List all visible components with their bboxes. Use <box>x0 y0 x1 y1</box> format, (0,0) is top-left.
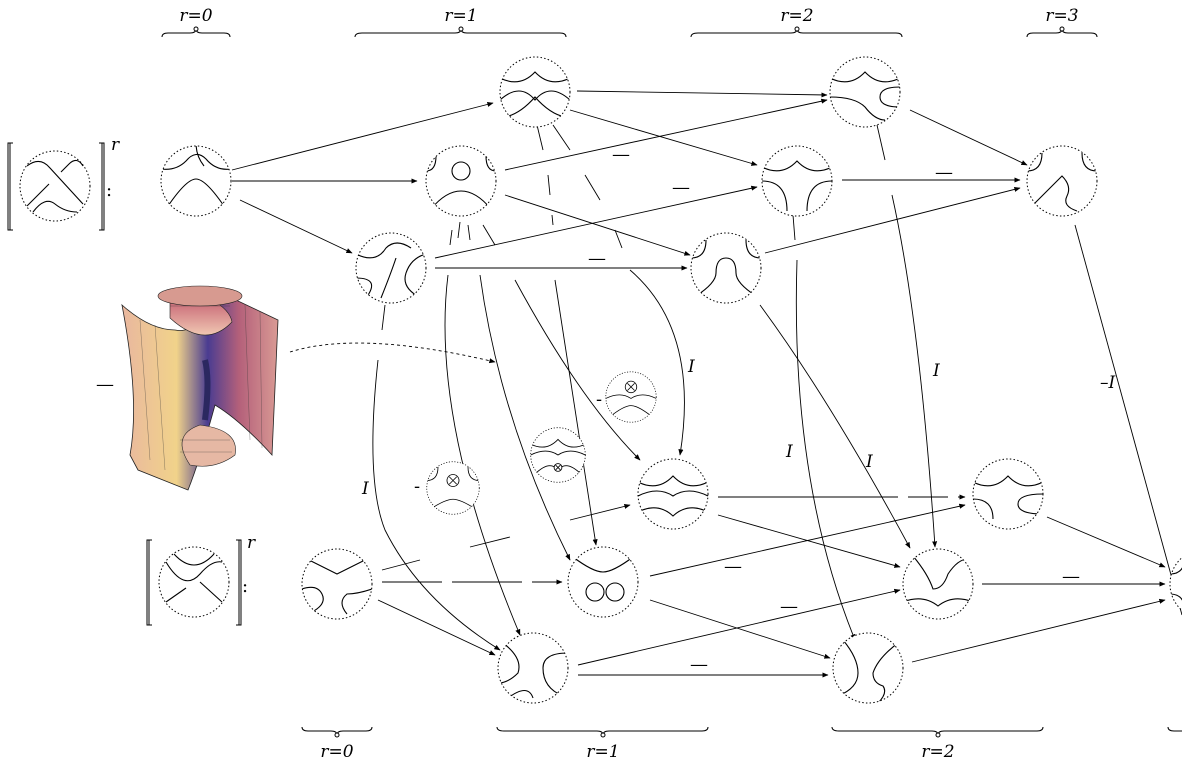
sign-minus: — <box>612 144 630 165</box>
saddle-surface-icon: — <box>96 285 279 491</box>
top-label-r2: r=2 <box>780 6 813 26</box>
sign-minus: — <box>724 556 742 577</box>
top-braces <box>161 26 1098 38</box>
sign-I: I <box>687 357 695 377</box>
top-bracket-superscript: r <box>111 135 120 155</box>
sign-minus: — <box>672 177 690 198</box>
resolution-circle-icon <box>832 632 904 704</box>
top-bracket-colon: : <box>106 180 112 201</box>
resolution-circle-icon <box>761 145 833 217</box>
top-label-r1: r=1 <box>444 6 477 26</box>
resolution-circle-icon <box>829 56 901 128</box>
sign-minus: — <box>780 596 798 617</box>
resolution-circle-icon <box>497 632 569 704</box>
knot-bracket-bottom: r : <box>146 533 256 626</box>
resolution-circle-icon <box>972 458 1044 530</box>
resolution-circle-icon <box>530 427 586 483</box>
small-minus: - <box>414 476 420 497</box>
crossing-diagram-icon <box>165 553 223 603</box>
top-cube-arrows <box>231 90 1028 271</box>
sign-minus: — <box>588 248 606 269</box>
sign-minus: — <box>690 654 708 675</box>
bottom-label-r0: r=0 <box>320 742 353 762</box>
resolution-circle-icon <box>1169 555 1182 613</box>
resolution-circle-icon <box>426 461 480 515</box>
edge-signs: — — — — — — — — I I I I I –I - - <box>361 144 1116 675</box>
small-minus: - <box>596 389 602 410</box>
resolution-circle-icon <box>425 145 497 217</box>
resolution-circle-icon <box>690 232 762 304</box>
resolution-circle-icon <box>637 458 709 530</box>
resolution-circle-icon <box>1026 145 1098 217</box>
bottom-bracket-colon: : <box>242 576 248 597</box>
bottom-braces <box>301 726 1182 738</box>
resolution-circle-icon <box>301 548 373 620</box>
resolution-circle-icon <box>355 232 427 304</box>
sign-I: I <box>361 479 369 499</box>
bottom-label-r2: r=2 <box>921 742 954 762</box>
sign-minus: — <box>935 162 953 183</box>
bottom-cube-arrows <box>377 494 1166 678</box>
sign-minus-I: –I <box>1100 373 1116 393</box>
top-label-r3: r=3 <box>1045 6 1078 26</box>
resolution-circle-icon <box>605 371 657 423</box>
resolution-circle-icon <box>567 546 639 618</box>
sign-I: I <box>932 361 940 381</box>
bottom-bracket-superscript: r <box>247 533 256 553</box>
sign-I: I <box>865 452 873 472</box>
surface-minus-sign: — <box>96 374 114 395</box>
crossing-diagram-icon <box>26 159 84 213</box>
sign-minus: — <box>1062 566 1080 587</box>
resolution-circle-icon <box>499 56 571 128</box>
vertical-maps <box>372 124 1182 650</box>
bottom-label-r1: r=1 <box>586 742 619 762</box>
resolution-circle-icon <box>902 548 974 620</box>
resolution-circle-icon <box>160 145 232 217</box>
surface-dashed-arrow <box>289 342 496 364</box>
sign-I: I <box>785 442 793 462</box>
top-label-r0: r=0 <box>179 6 212 26</box>
knot-bracket-top: r : <box>7 135 120 231</box>
